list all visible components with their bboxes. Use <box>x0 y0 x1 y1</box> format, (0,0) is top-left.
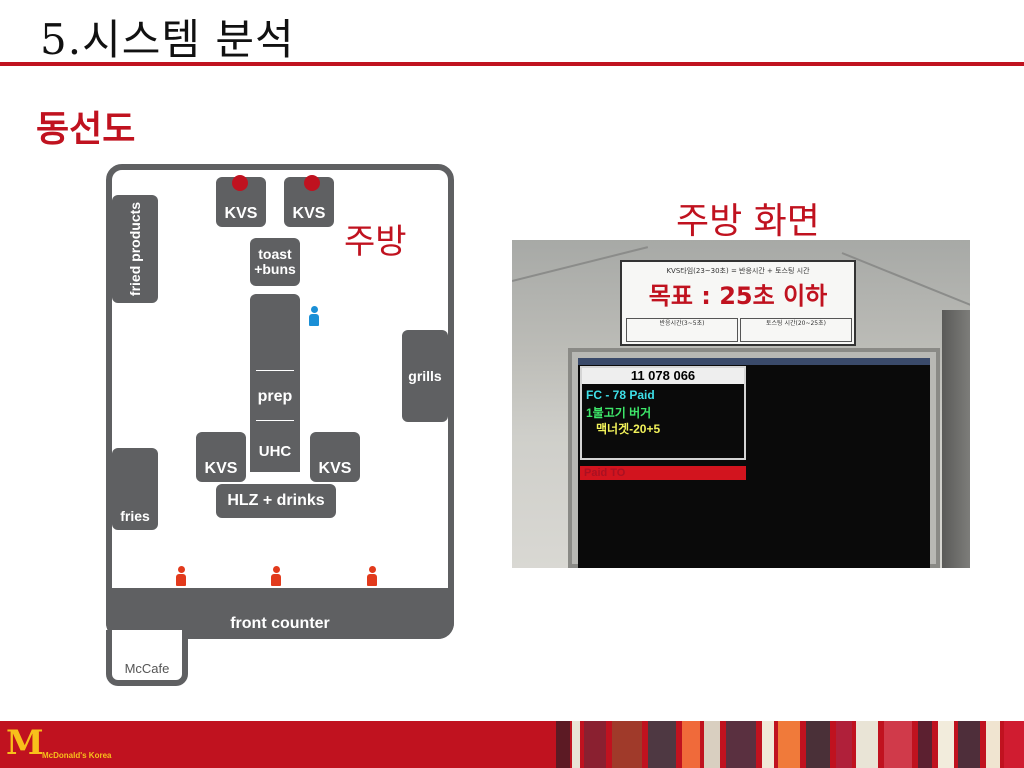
mcdonalds-logo: M <box>6 723 44 763</box>
brand-name: McDonald's Korea <box>42 751 112 760</box>
order-line: 맥너겟-20+5 <box>596 422 661 436</box>
order-card: 11 078 066 FC - 78 Paid 1불고기 버거 맥너겟-20+5 <box>580 366 746 460</box>
fried-products-label: fried products <box>127 201 143 297</box>
section-heading: 동선도 <box>36 109 136 150</box>
toast-buns-station: toast +buns <box>250 238 300 286</box>
prep-label: prep <box>257 388 293 405</box>
sign-reaction-time: 반응시간(3~5초) <box>626 318 738 342</box>
kvs-screen: 11 078 066 FC - 78 Paid 1불고기 버거 맥너겟-20+5… <box>578 358 930 568</box>
worker-icon-counter-1 <box>176 566 186 586</box>
target-time-sign: KVS타임(23~30초) = 반응시간 + 토스팅 시간 목표 : 25초 이… <box>620 260 856 346</box>
fries-station: fries <box>112 448 158 530</box>
footer-bar <box>0 721 1024 768</box>
paid-status-bar: Paid TO <box>580 466 746 480</box>
kitchen-label: 주방 <box>344 222 407 262</box>
prep-station <box>250 294 300 472</box>
slide-title: 5.시스템 분석 <box>40 15 295 64</box>
hlz-drinks-station: HLZ + drinks <box>216 484 336 518</box>
uhc-label: UHC <box>258 443 292 460</box>
prep-divider <box>256 370 294 371</box>
ceiling-seam <box>841 252 970 307</box>
grills-station: grills <box>402 330 448 422</box>
worker-icon-counter-3 <box>367 566 377 586</box>
screen-titlebar <box>578 358 930 365</box>
fried-products-station: fried products <box>112 195 158 303</box>
kitchen-screen-title: 주방 화면 <box>676 201 820 242</box>
kvs-monitor-photo: KVS타임(23~30초) = 반응시간 + 토스팅 시간 목표 : 25초 이… <box>512 240 970 568</box>
title-divider <box>0 62 1024 66</box>
sign-toasting-time: 토스팅 시간(20~25초) <box>740 318 852 342</box>
pillar <box>942 310 970 568</box>
worker-icon-counter-2 <box>271 566 281 586</box>
kvs-monitor: 11 078 066 FC - 78 Paid 1불고기 버거 맥너겟-20+5… <box>568 348 940 568</box>
kvs-marker-left <box>232 175 248 191</box>
uhc-divider <box>256 420 294 421</box>
order-line: 1불고기 버거 <box>586 406 652 420</box>
kvs-station-bottom-left: KVS <box>196 432 246 482</box>
order-line: FC - 78 Paid <box>586 388 655 402</box>
sign-formula: KVS타임(23~30초) = 반응시간 + 토스팅 시간 <box>666 267 810 275</box>
worker-icon-kitchen <box>309 306 319 326</box>
kvs-station-bottom-right: KVS <box>310 432 360 482</box>
sign-goal: 목표 : 25초 이하 <box>648 282 828 310</box>
mccafe-area: McCafe <box>106 630 188 686</box>
kvs-marker-right <box>304 175 320 191</box>
order-number: 11 078 066 <box>582 368 744 384</box>
